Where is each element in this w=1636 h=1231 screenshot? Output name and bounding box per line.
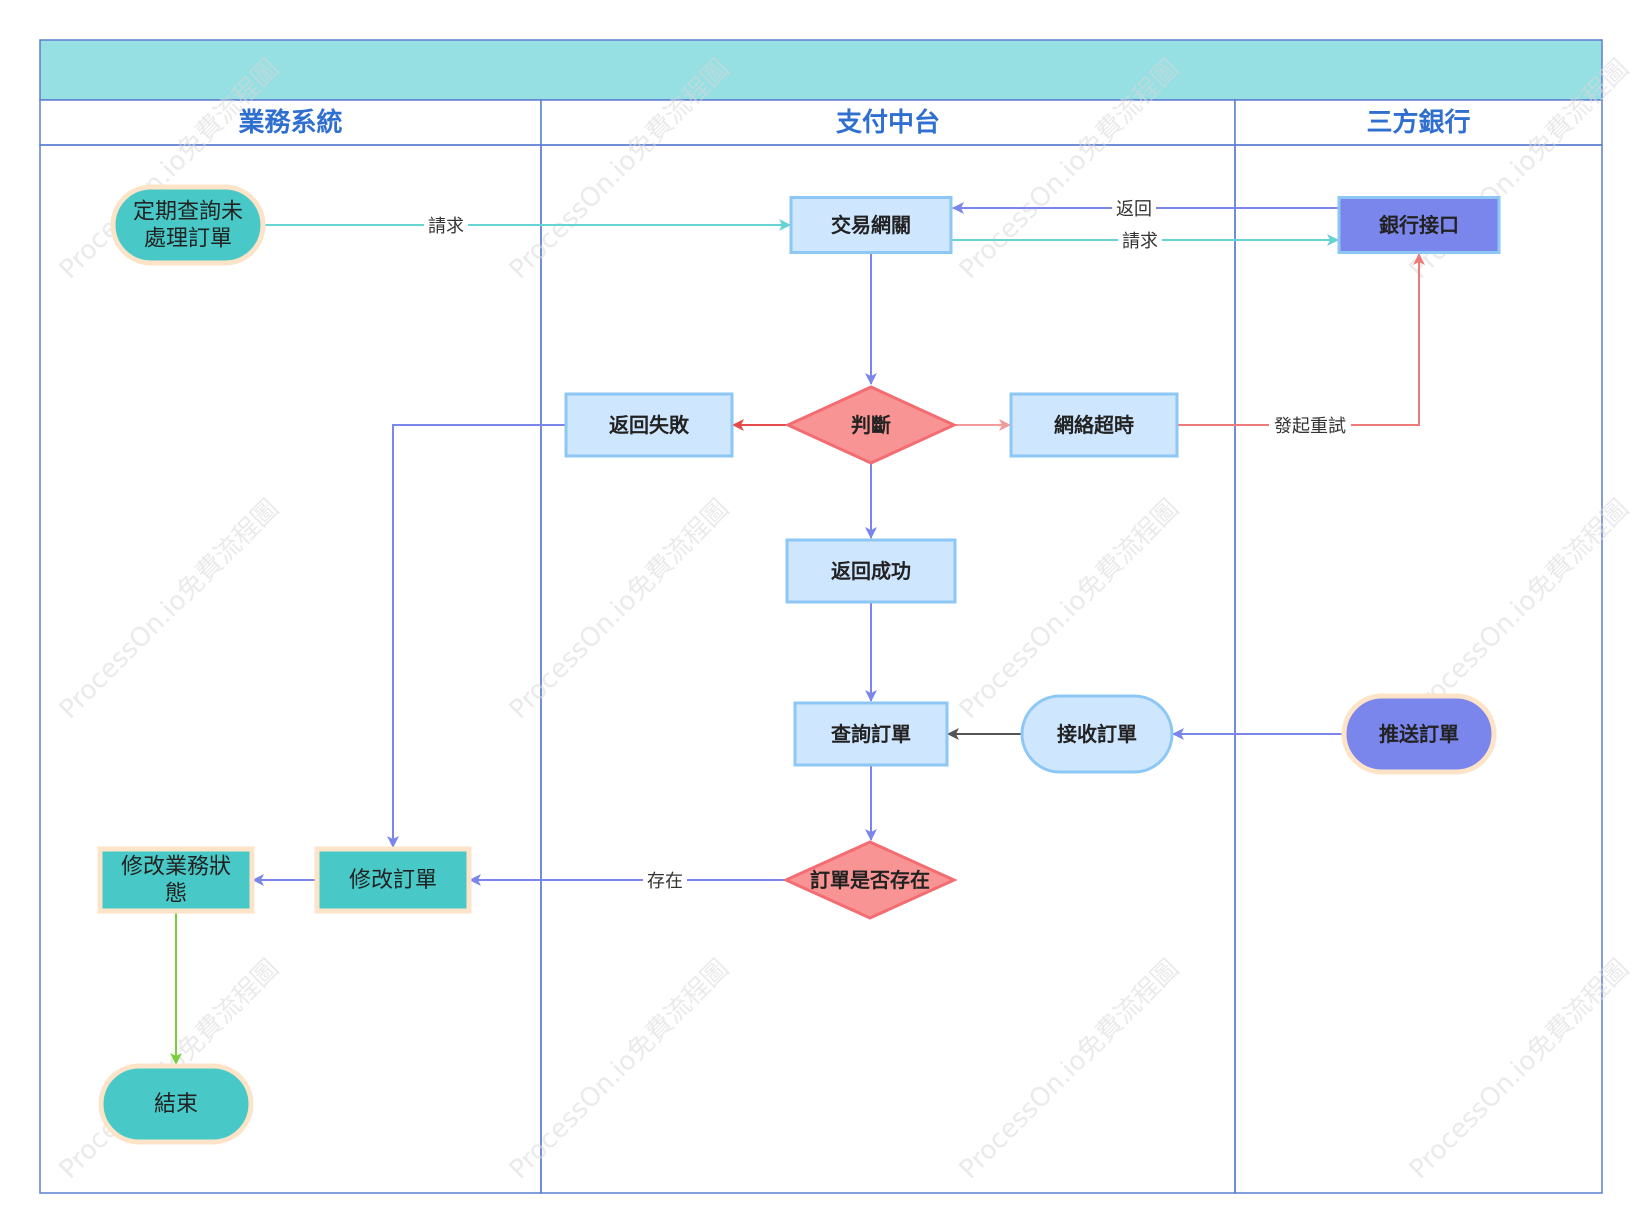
node-shape — [793, 701, 949, 767]
node-label: 定期查詢未 — [133, 200, 243, 225]
node-label: 修改訂單 — [349, 868, 437, 893]
edge-label: 請求 — [1122, 231, 1158, 252]
edge-label-bg — [424, 213, 468, 235]
node-gateway[interactable]: 交易網關 — [789, 196, 953, 254]
edge-label-bg — [1112, 196, 1156, 218]
node-timeout[interactable]: 網絡超時 — [1009, 392, 1179, 458]
node-shape — [785, 538, 957, 604]
node-shape — [782, 840, 958, 920]
watermark-text: ProcessOn.io免費流程圖 — [1404, 494, 1635, 725]
lane-bank-body — [1234, 144, 1603, 1194]
node-shape — [789, 196, 953, 254]
lane-bank: 三方銀行 — [1234, 99, 1603, 1194]
edge-fail-modify — [387, 424, 566, 848]
watermark-text: ProcessOn.io免費流程圖 — [1404, 954, 1635, 1185]
node-shape — [314, 846, 472, 914]
node-shape — [1020, 694, 1174, 774]
edge-periodic-gateway: 請求 — [264, 213, 791, 237]
watermark-text: ProcessOn.io免費流程圖 — [954, 954, 1185, 1185]
header-band — [39, 39, 1603, 101]
edge-label: 返回 — [1116, 199, 1152, 220]
lane-business-title: 業務系統 — [238, 107, 342, 138]
node-end[interactable]: 結束 — [98, 1063, 254, 1145]
node-shape — [784, 385, 958, 465]
node-exists[interactable]: 訂單是否存在 — [782, 840, 958, 920]
node-shape — [1337, 196, 1501, 254]
edge-gateway-request: 請求 — [952, 228, 1339, 252]
node-label: 訂單是否存在 — [810, 868, 930, 892]
node-label: 銀行接口 — [1379, 213, 1459, 237]
node-judge[interactable]: 判斷 — [784, 385, 958, 465]
lane-bank-title: 三方銀行 — [1366, 107, 1470, 138]
node-shape — [1009, 392, 1179, 458]
node-label: 查詢訂單 — [831, 722, 911, 746]
node-label: 判斷 — [851, 413, 891, 437]
edge-label: 存在 — [647, 871, 683, 892]
node-shape — [564, 392, 734, 458]
node-label: 交易網關 — [831, 213, 911, 237]
lane-payment-title: 支付中台 — [836, 107, 940, 138]
node-label: 處理訂單 — [144, 227, 232, 252]
edge-label-bg — [1269, 413, 1351, 435]
edge-line — [387, 424, 566, 848]
node-bank-api[interactable]: 銀行接口 — [1337, 196, 1501, 254]
node-modify-order[interactable]: 修改訂單 — [314, 846, 472, 914]
edge-label: 發起重試 — [1274, 416, 1346, 437]
edge-label: 請求 — [428, 216, 464, 237]
edge-timeout-retry: 發起重試 — [1177, 253, 1425, 437]
node-receive[interactable]: 接收訂單 — [1020, 694, 1174, 774]
watermark-text: ProcessOn.io免費流程圖 — [54, 494, 285, 725]
edge-label-bg — [1118, 228, 1162, 250]
node-label: 修改業務狀 — [121, 855, 231, 880]
node-label: 返回成功 — [831, 559, 911, 583]
node-push[interactable]: 推送訂單 — [1341, 693, 1497, 775]
node-fail[interactable]: 返回失敗 — [564, 392, 734, 458]
node-label: 返回失敗 — [609, 413, 690, 437]
lane-bank-title-box — [1234, 99, 1603, 146]
node-shape — [98, 1063, 254, 1145]
edge-label-bg — [643, 868, 687, 890]
edge-bank-return: 返回 — [952, 196, 1338, 220]
node-success[interactable]: 返回成功 — [785, 538, 957, 604]
edge-exists-modify: 存在 — [469, 868, 786, 892]
node-label: 結束 — [154, 1092, 198, 1117]
node-shape — [110, 184, 266, 266]
node-label: 態 — [165, 882, 187, 907]
node-query[interactable]: 查詢訂單 — [793, 701, 949, 767]
node-label: 網絡超時 — [1054, 413, 1134, 437]
swimlane-frame: 業務系統 支付中台 三方銀行 — [39, 39, 1603, 1194]
lane-business: 業務系統 — [39, 99, 542, 1194]
lane-business-title-box — [39, 99, 542, 146]
node-label: 推送訂單 — [1379, 722, 1459, 746]
watermark-text: ProcessOn.io免費流程圖 — [954, 494, 1185, 725]
node-shape — [97, 846, 255, 914]
node-shape — [1341, 693, 1497, 775]
watermark-text: ProcessOn.io免費流程圖 — [504, 954, 735, 1185]
edge-line — [1177, 253, 1425, 426]
node-label: 接收訂單 — [1057, 722, 1137, 746]
watermark-text: ProcessOn.io免費流程圖 — [504, 494, 735, 725]
